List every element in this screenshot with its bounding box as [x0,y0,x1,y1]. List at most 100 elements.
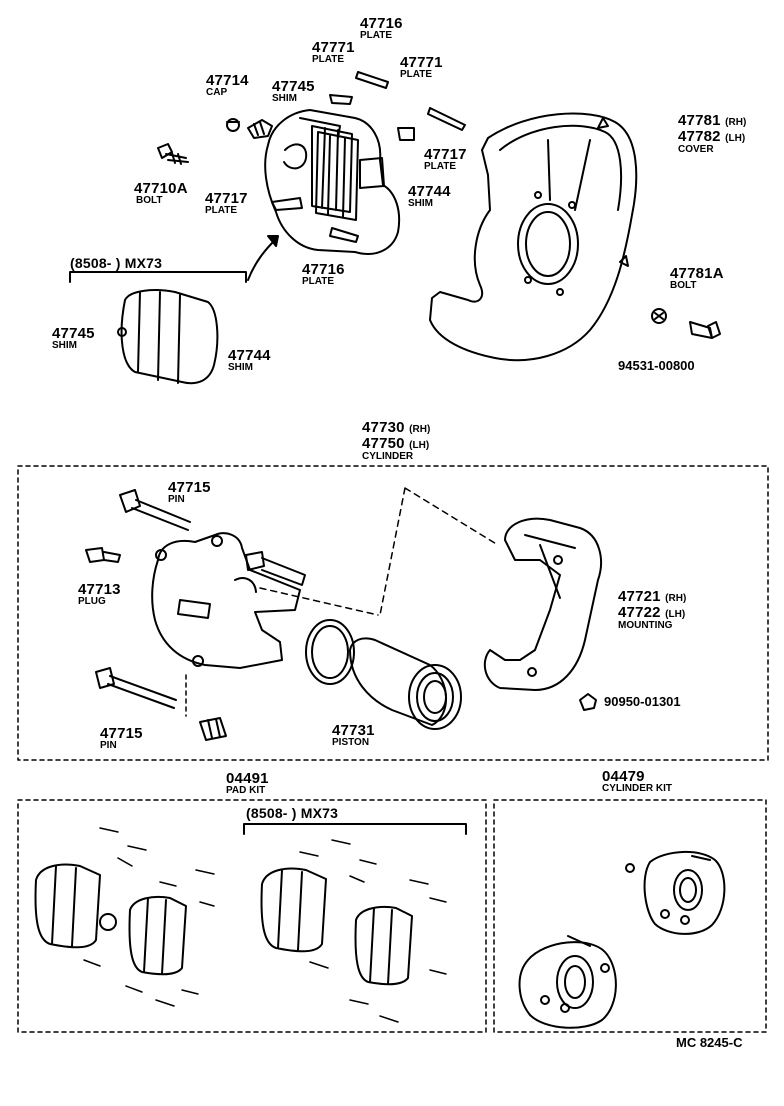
pad-kit-right-illustration [260,867,413,986]
label-bolt-47781a: 47781A BOLT [670,266,724,291]
part-number: 47771 [312,39,355,56]
label-plate-47771-a: 47771 PLATE [312,40,355,65]
label-washer-94531: 94531-00800 [618,359,695,372]
part-name: PLATE [302,276,335,287]
pad-set-mx73-illustration [117,289,219,385]
label-cylinder-kit: 04479 CYLINDER KIT [602,769,672,794]
part-number: 47713 [78,581,121,598]
mounting-bracket-illustration [483,517,602,691]
part-number: 47744 [408,183,451,200]
part-number: 47781 [678,112,721,129]
label-pin-47715-bottom: 47715 PIN [100,726,143,751]
part-name: MOUNTING [618,620,673,631]
pad-kit-left-illustration [34,863,187,976]
part-number-alt: 47722 [618,604,661,621]
part-name: PLATE [360,30,393,41]
part-name: PLATE [312,54,345,65]
label-nut-90950: 90950-01301 [604,695,681,708]
label-pad-kit: 04491 PAD KIT [226,771,269,796]
caliper-cylinder-illustration [151,532,301,669]
nut-illustration [579,693,597,711]
pin-47715-top-illustration [119,489,191,531]
part-number: 47745 [272,78,315,95]
arrow-shaft [247,239,276,281]
bushing-illustration [199,717,227,741]
part-number: 47721 [618,588,661,605]
part-suffix: (RH) [665,593,687,604]
part-suffix-alt: (LH) [409,440,430,451]
label-mounting: 47721 (RH) 47722 (LH) MOUNTING [618,589,686,631]
plug-illustration [85,547,121,563]
label-plug-47713: 47713 PLUG [78,582,121,607]
part-number: 47717 [205,190,248,207]
part-suffix: (RH) [409,424,431,435]
part-name: SHIM [228,362,253,373]
pad-stack-illustration [315,131,359,221]
part-name: PISTON [332,737,370,748]
part-number: 90950-01301 [604,694,681,709]
label-cylinder: 47730 (RH) 47750 (LH) CYLINDER [362,420,430,462]
label-plate-47717-b: 47717 PLATE [424,147,467,172]
pad-kit-border [17,799,487,1033]
label-range-pad-kit: (8508- ) MX73 [246,805,339,821]
washer-illustration [651,308,667,324]
part-number: 47716 [360,15,403,32]
pin-47715-bottom-illustration [95,667,177,709]
label-plate-47717-a: 47717 PLATE [205,191,248,216]
label-bolt-47710a: 47710A BOLT [134,181,188,206]
part-suffix: (RH) [725,117,747,128]
label-pin-47715-top: 47715 PIN [168,480,211,505]
label-piston-47731: 47731 PISTON [332,723,375,748]
part-name: PLUG [78,596,106,607]
part-name: PLATE [400,69,433,80]
part-number: 94531-00800 [618,358,695,373]
part-name: SHIM [52,340,77,351]
part-number: 04479 [602,768,645,785]
bolt-47781a-illustration [689,321,721,339]
part-suffix-alt: (LH) [665,609,686,620]
label-shim-47745-kit: 47745 SHIM [52,326,95,351]
part-name: PLATE [424,161,457,172]
part-number: 47716 [302,261,345,278]
part-name: CYLINDER [362,451,414,462]
label-shim-47744: 47744 SHIM [408,184,451,209]
label-plate-47716-bottom: 47716 PLATE [302,262,345,287]
part-name: SHIM [272,93,297,104]
seal-ring-illustration [305,619,355,685]
bleeder-screw-illustration [247,119,273,139]
plates-illustration [271,71,466,243]
part-number: 47710A [134,180,188,197]
part-number: 47745 [52,325,95,342]
part-number-alt: 47782 [678,128,721,145]
range-bracket-pad-kit [243,823,467,835]
label-shim-47744-kit: 47744 SHIM [228,348,271,373]
part-name: BOLT [136,195,163,206]
part-name: BOLT [670,280,697,291]
part-name: PAD KIT [226,785,266,796]
cylinder-kit-illustration [518,850,726,1029]
part-number: 47715 [100,725,143,742]
pad-kit-small-plates [83,827,447,1023]
label-plate-47771-b: 47771 PLATE [400,55,443,80]
label-cover: 47781 (RH) 47782 (LH) COVER [678,113,746,155]
bolt-guide-illustration [245,551,306,586]
part-number: 47714 [206,72,249,89]
label-shim-47745: 47745 SHIM [272,79,315,104]
part-number: 47744 [228,347,271,364]
part-number: 47717 [424,146,467,163]
leader-dashes [259,487,499,616]
label-cap-47714: 47714 CAP [206,73,249,98]
part-name: CAP [206,87,228,98]
bolt-47710a-illustration [157,143,189,165]
part-name: SHIM [408,198,433,209]
cap-part-illustration [226,118,240,132]
caliper-body-illustration [264,109,401,255]
diagram-code: MC 8245-C [676,1035,743,1050]
part-name: CYLINDER KIT [602,783,672,794]
part-name: PLATE [205,205,238,216]
part-number: 47781A [670,265,724,282]
part-name: PIN [100,740,117,751]
part-number: 47730 [362,419,405,436]
